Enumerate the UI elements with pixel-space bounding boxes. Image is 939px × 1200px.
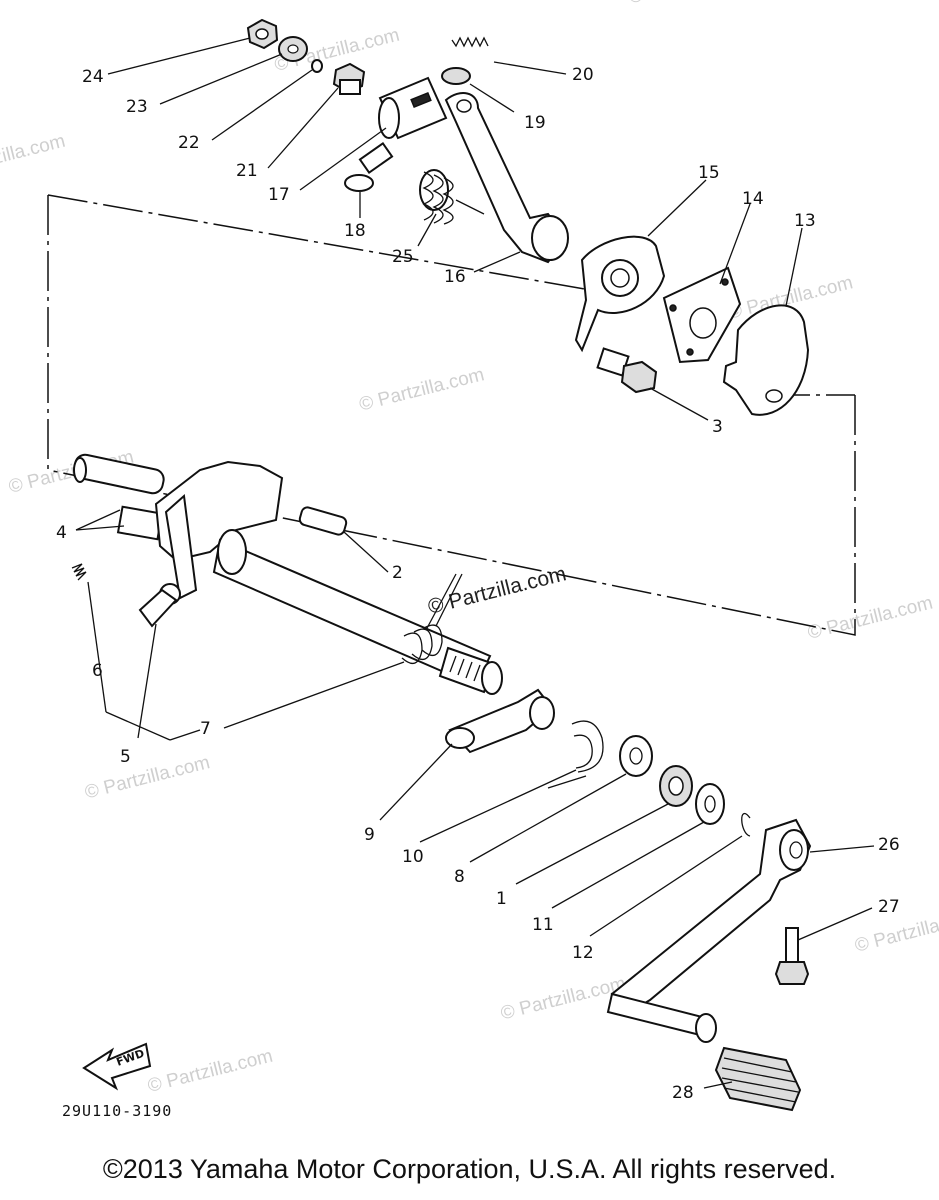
- callout-18: 18: [344, 221, 366, 241]
- part-21-bolt: [332, 62, 366, 95]
- part-1-oil-seal: [659, 765, 693, 807]
- callout-21: 21: [236, 161, 258, 181]
- callout-1: 1: [496, 889, 507, 909]
- part-15-segment-plate: [574, 235, 666, 353]
- part-12-circlip: [741, 813, 751, 837]
- callout-25: 25: [392, 247, 414, 267]
- callout-22: 22: [178, 133, 200, 153]
- callout-7: 7: [200, 719, 211, 739]
- part-10-spring: [547, 720, 604, 789]
- assembly-boundary: [47, 194, 856, 636]
- callout-19: 19: [524, 113, 546, 133]
- copyright-notice: ©2013 Yamaha Motor Corporation, U.S.A. A…: [102, 1154, 837, 1184]
- callout-9: 9: [364, 825, 375, 845]
- callout-12: 12: [572, 943, 594, 963]
- callout-24: 24: [82, 67, 104, 87]
- callout-8: 8: [454, 867, 465, 887]
- part-18-pin: [344, 142, 394, 192]
- callout-15: 15: [698, 163, 720, 183]
- watermark: © Partzilla.com: [146, 1046, 275, 1097]
- callout-14: 14: [742, 189, 764, 209]
- part-7-shift-shaft: [212, 529, 503, 695]
- part-24-nut: [246, 18, 279, 50]
- part-26-shift-pedal: [606, 818, 812, 1043]
- part-19-retainer: [441, 67, 471, 85]
- part-14-stopper-plate: [662, 266, 742, 364]
- callout-10: 10: [402, 847, 424, 867]
- callout-16: 16: [444, 267, 466, 287]
- watermark: © Partzilla.com: [499, 973, 628, 1024]
- leader-lines: [75, 37, 875, 1089]
- callout-20: 20: [572, 65, 594, 85]
- part-9-shift-lever: [445, 688, 555, 754]
- callout-5: 5: [120, 747, 131, 767]
- callout-17: 17: [268, 185, 290, 205]
- part-16-shift-arm: [444, 92, 569, 264]
- part-2-pin: [298, 506, 348, 536]
- part-23-washer: [278, 36, 308, 62]
- part-3-bolt: [596, 347, 658, 394]
- watermark: © Partzilla.com: [357, 364, 486, 415]
- callout-3: 3: [712, 417, 723, 437]
- callout-numbers: 24 23 22 21 17 18 25 16 19 20 15 14 13 3…: [56, 65, 900, 1103]
- part-25-spring: [419, 169, 485, 225]
- callout-2: 2: [392, 563, 403, 583]
- callout-13: 13: [794, 211, 816, 231]
- part-11-washer: [695, 783, 725, 825]
- part-28-pedal-rubber: [714, 1046, 802, 1112]
- callout-11: 11: [532, 915, 554, 935]
- callout-4: 4: [56, 523, 67, 543]
- callout-28: 28: [672, 1083, 694, 1103]
- watermark: © Partzilla.com: [627, 0, 756, 8]
- callout-27: 27: [878, 897, 900, 917]
- watermark: © Partzilla.com: [0, 131, 67, 182]
- fwd-arrow-icon: FWD: [82, 1042, 152, 1091]
- callout-23: 23: [126, 97, 148, 117]
- part-13-segment: [722, 304, 810, 416]
- watermark: © Partzilla.com: [83, 752, 212, 803]
- part-8-washer: [619, 735, 653, 777]
- part-5-pawl-lever: [138, 588, 178, 628]
- diagram-code: 29U110-3190: [62, 1102, 172, 1120]
- part-6-spring: [71, 563, 87, 581]
- watermark: © Partzilla.com: [806, 593, 935, 644]
- callout-26: 26: [878, 835, 900, 855]
- part-17-collar: [378, 76, 448, 140]
- part-22-clip: [311, 59, 323, 73]
- callout-6: 6: [92, 661, 103, 681]
- part-27-bolt: [774, 927, 810, 985]
- part-20-spring: [451, 36, 489, 48]
